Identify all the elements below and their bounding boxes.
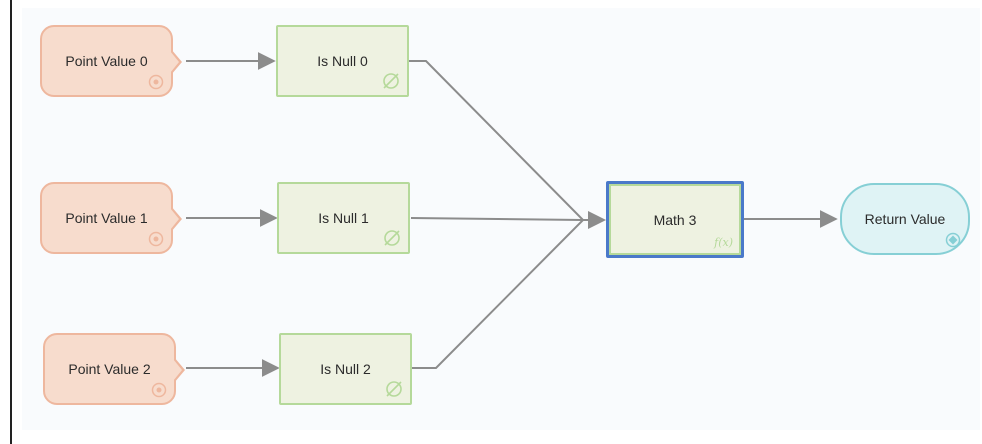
node-notch xyxy=(170,206,182,232)
target-icon xyxy=(148,74,164,90)
node-label: Is Null 2 xyxy=(320,361,371,377)
node-label: Point Value 2 xyxy=(68,361,151,377)
target-icon xyxy=(148,231,164,247)
node-label: Is Null 1 xyxy=(318,210,369,226)
edge-in0-m3 xyxy=(409,60,606,229)
node-notch xyxy=(173,357,185,383)
node-label: Return Value xyxy=(864,211,946,227)
function-icon: f(x) xyxy=(714,236,733,249)
point-value-0-node[interactable]: Point Value 0 xyxy=(40,25,182,97)
point-value-2-node[interactable]: Point Value 2 xyxy=(43,333,185,405)
empty-set-icon xyxy=(386,381,402,397)
is-null-2-node[interactable]: Is Null 2 xyxy=(279,333,412,405)
is-null-1-node[interactable]: Is Null 1 xyxy=(277,182,410,254)
point-value-1-node[interactable]: Point Value 1 xyxy=(40,182,182,254)
return-value-node[interactable]: Return Value xyxy=(840,183,970,255)
node-notch xyxy=(170,49,182,75)
node-label: Math 3 xyxy=(653,211,697,228)
node-label: Is Null 0 xyxy=(317,53,368,69)
node-label: Point Value 0 xyxy=(65,53,148,69)
left-divider xyxy=(10,0,12,444)
empty-set-icon xyxy=(383,73,399,89)
node-label: Point Value 1 xyxy=(65,210,148,226)
is-null-0-node[interactable]: Is Null 0 xyxy=(276,25,409,97)
target-icon xyxy=(151,382,167,398)
math-3-node[interactable]: Math 3 f(x) xyxy=(606,181,744,258)
return-icon xyxy=(945,232,961,248)
edge-in2-m3 xyxy=(411,211,606,369)
edge-in1-m3 xyxy=(410,211,606,229)
empty-set-icon xyxy=(384,230,400,246)
